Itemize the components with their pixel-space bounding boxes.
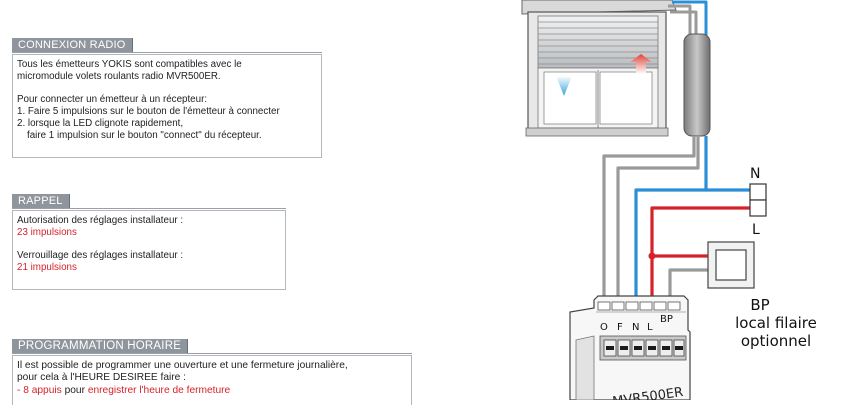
radio-line-3: Pour connecter un émetteur à un récepteu… (17, 93, 208, 105)
bp-label: BP (750, 296, 769, 314)
bp-push-button (707, 241, 755, 289)
terminal-label-n: N (632, 322, 639, 333)
prog-bullet-count: - 8 appuis (17, 384, 62, 396)
motor-cable (683, 33, 711, 137)
rappel-label-1: Autorisation des réglages installateur : (17, 215, 184, 226)
bp-label-line3: optionnel (741, 332, 811, 350)
radio-line-5: 2. lorsque la LED clignote rapidement, (17, 118, 184, 130)
prog-box: Il est possible de programmer une ouvert… (12, 355, 412, 405)
up-arrow-icon (630, 54, 652, 74)
nl-terminal-block (749, 183, 767, 217)
radio-header-rule (12, 52, 322, 53)
radio-line-6: faire 1 impulsion sur le bouton "connect… (27, 130, 262, 142)
prog-bullet: - 8 appuis pour enregistrer l'heure de f… (17, 385, 407, 397)
prog-header-rule (12, 353, 412, 354)
rappel-value-1: 23 impulsions (17, 227, 77, 239)
micromodule-mvr500er (569, 295, 691, 400)
bp-label-line2: local filaire (735, 314, 817, 332)
radio-box: Tous les émetteurs YOKIS sont compatible… (12, 54, 322, 158)
n-label: N (750, 166, 760, 182)
rappel-title: RAPPEL (18, 195, 63, 207)
rappel-value-2: 21 impulsions (17, 261, 77, 273)
terminal-label-o: O (600, 322, 608, 333)
down-arrow-icon (556, 76, 572, 96)
prog-line-1: Il est possible de programmer une ouvert… (17, 360, 348, 371)
l-label: L (752, 222, 760, 238)
prog-title: PROGRAMMATION HORAIRE (18, 340, 182, 352)
prog-bullet-action: enregistrer l'heure de fermeture (87, 384, 231, 396)
radio-line-1: Tous les émetteurs YOKIS sont compatible… (17, 59, 242, 70)
rappel-header: RAPPEL (12, 194, 70, 208)
roller-shutter-window (521, 0, 677, 137)
rappel-header-rule (12, 208, 286, 209)
terminal-label-f: F (617, 322, 623, 333)
rappel-label-2: Verrouillage des réglages installateur : (17, 249, 184, 261)
prog-header: PROGRAMMATION HORAIRE (12, 339, 189, 353)
prog-line-2: pour cela à l'HEURE DESIREE faire : (17, 372, 186, 384)
radio-title: CONNEXION RADIO (18, 39, 126, 51)
terminal-label-bp: BP (660, 314, 673, 325)
radio-line-2: micromodule volets roulants radio MVR500… (17, 71, 221, 83)
terminal-label-l: L (647, 322, 653, 333)
radio-line-4: 1. Faire 5 impulsions sur le bouton de l… (17, 105, 280, 117)
prog-bullet-mid: pour (64, 384, 85, 396)
rappel-box: Autorisation des réglages installateur :… (12, 210, 286, 290)
radio-header: CONNEXION RADIO (12, 38, 133, 52)
